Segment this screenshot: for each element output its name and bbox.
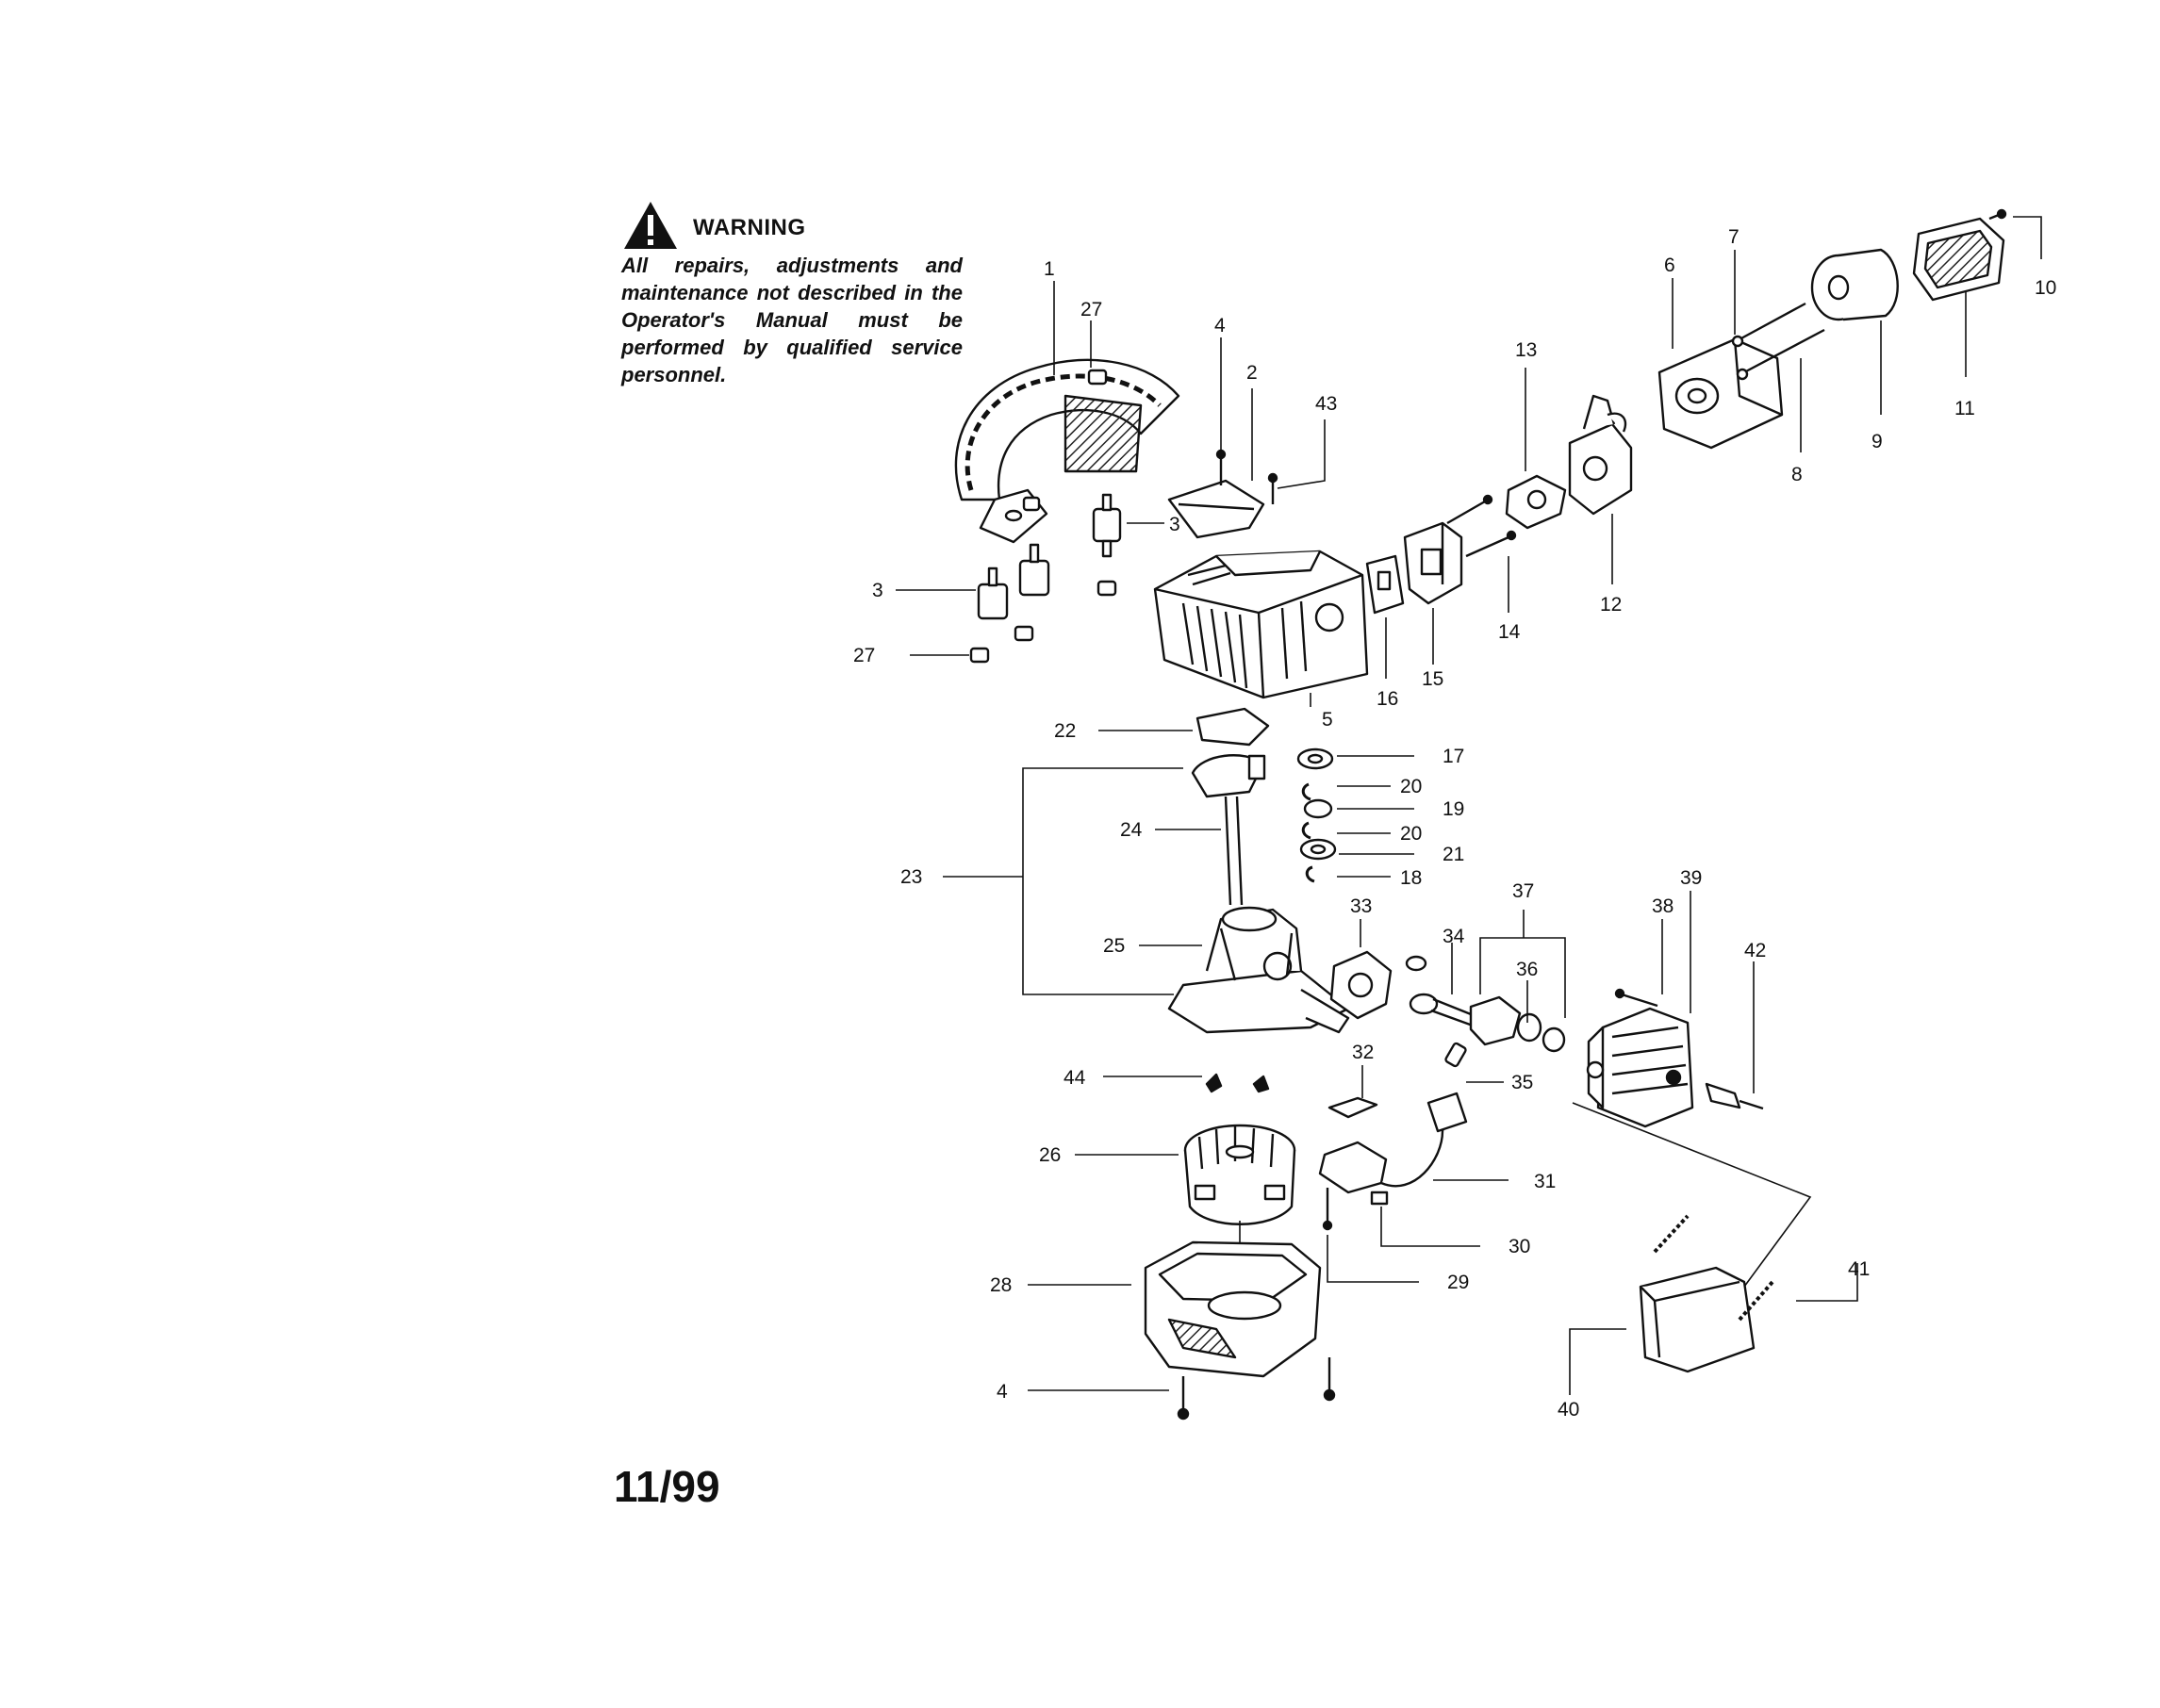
part-41-screws	[1653, 1214, 1774, 1322]
part-39-cylinder	[1586, 1007, 1694, 1128]
callout-43: 43	[1315, 393, 1337, 415]
part-2-cover	[1167, 479, 1265, 539]
callout-44: 44	[1064, 1067, 1086, 1089]
callout-8: 8	[1791, 464, 1803, 485]
callout-39: 39	[1680, 867, 1702, 889]
callout-4-top: 4	[1214, 315, 1226, 337]
callout-23: 23	[900, 866, 922, 888]
callout-20-lower: 20	[1400, 823, 1422, 845]
part-14-screws	[1446, 494, 1517, 558]
callout-38: 38	[1652, 895, 1674, 917]
part-6-air-cleaner-base	[1657, 337, 1784, 450]
callout-18: 18	[1400, 867, 1422, 889]
callout-14: 14	[1498, 621, 1521, 643]
callout-34: 34	[1443, 926, 1465, 947]
callout-40: 40	[1558, 1399, 1579, 1421]
callout-42: 42	[1744, 940, 1766, 961]
callout-5: 5	[1322, 709, 1333, 731]
part-42-spark-plug	[1705, 1082, 1764, 1110]
callout-36: 36	[1516, 959, 1538, 980]
callout-7: 7	[1728, 226, 1740, 248]
part-29-screw	[1322, 1188, 1333, 1231]
part-10-screw	[1988, 208, 2007, 221]
part-26-flywheel	[1183, 1124, 1296, 1225]
callout-26: 26	[1039, 1144, 1061, 1166]
part-3-mounts	[977, 493, 1122, 620]
date-code: 11/99	[614, 1462, 720, 1511]
warning-triangle-icon	[624, 202, 677, 249]
callout-27-top: 27	[1080, 299, 1102, 320]
callout-29: 29	[1447, 1272, 1469, 1293]
callout-11: 11	[1954, 398, 1975, 419]
callout-27-bottom: 27	[853, 645, 875, 666]
part-44-screws	[1205, 1073, 1270, 1093]
part-22-gasket	[1195, 707, 1270, 747]
callout-24: 24	[1120, 819, 1143, 841]
callout-16: 16	[1377, 688, 1398, 710]
callout-31: 31	[1534, 1171, 1556, 1192]
part-13-gasket	[1505, 474, 1567, 530]
part-1-shroud	[954, 358, 1180, 544]
part-35-pin	[1444, 1042, 1467, 1068]
callout-41: 41	[1848, 1258, 1870, 1280]
callout-10: 10	[2035, 277, 2056, 299]
part-16-gasket	[1365, 554, 1405, 615]
callout-labels: 1 2 3 3 4 4 5 6 7 8 9 10 11 12 13 14 15 …	[853, 226, 2056, 1421]
callout-3-left: 3	[872, 580, 883, 601]
callout-33: 33	[1350, 895, 1372, 917]
callout-1: 1	[1044, 258, 1055, 280]
warning-text: All repairs, adjustments and maintenance…	[621, 254, 963, 386]
callout-30: 30	[1509, 1236, 1530, 1257]
callout-9: 9	[1871, 431, 1883, 452]
callout-15: 15	[1422, 668, 1443, 690]
part-32-clip	[1327, 1096, 1378, 1119]
callout-13: 13	[1515, 339, 1537, 361]
callout-17: 17	[1443, 746, 1464, 767]
part-33-gasket	[1329, 950, 1393, 1020]
part-40-muffler	[1639, 1266, 1756, 1373]
part-9-filter	[1810, 248, 1899, 321]
part-4-screw-top	[1215, 449, 1227, 485]
callout-2: 2	[1246, 362, 1258, 384]
part-43-screw	[1267, 472, 1278, 504]
callout-37: 37	[1512, 880, 1534, 902]
callout-6: 6	[1664, 255, 1675, 276]
part-7-screw	[1731, 302, 1806, 348]
part-5-engine-housing	[1153, 550, 1369, 699]
leader-lines	[896, 216, 2042, 1395]
part-8-screw	[1736, 328, 1825, 381]
part-12-carburetor	[1568, 394, 1633, 516]
part-24-crankshaft	[1191, 754, 1266, 906]
part-34-piston-rod	[1405, 955, 1566, 1053]
part-15-insulator	[1403, 521, 1463, 605]
callout-12: 12	[1600, 594, 1622, 616]
callout-25: 25	[1103, 935, 1125, 957]
part-4-screws-bottom	[1177, 1357, 1336, 1421]
callout-22: 22	[1054, 720, 1076, 742]
callout-32: 32	[1352, 1042, 1374, 1063]
callout-3-right: 3	[1169, 514, 1180, 535]
part-25-crankcase	[1167, 906, 1350, 1034]
callout-20-upper: 20	[1400, 776, 1422, 797]
callout-4-bottom: 4	[997, 1381, 1008, 1403]
part-31-ignition-module	[1318, 1092, 1468, 1206]
callout-28: 28	[990, 1274, 1012, 1296]
part-11-filter-cover	[1912, 217, 2005, 302]
part-27-nuts	[969, 369, 1117, 664]
part-38-screw	[1614, 988, 1658, 1008]
part-28-bottom-housing	[1144, 1240, 1322, 1378]
callout-19: 19	[1443, 798, 1464, 820]
callout-21: 21	[1443, 844, 1464, 865]
callout-35: 35	[1511, 1072, 1533, 1093]
part-17-21-bearings	[1296, 747, 1337, 883]
warning-title: WARNING	[693, 215, 806, 240]
